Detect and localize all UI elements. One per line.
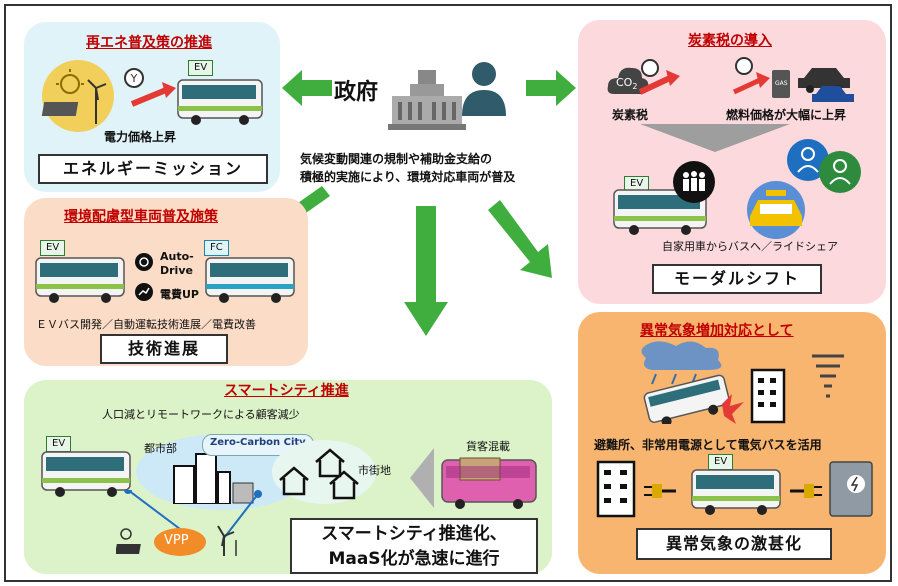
panel-footer-modal-shift: モーダルシフト <box>652 264 822 294</box>
panel-footer-extreme-weather: 異常気象の激甚化 <box>636 528 832 560</box>
plug-left-icon <box>644 484 676 498</box>
panel-footer-smart-city: スマートシティ推進化、 MaaS化が急速に進行 <box>290 518 538 574</box>
taxi-icon <box>747 181 805 239</box>
ev-bus-smart-icon <box>41 451 131 497</box>
efficiency-up-label: 電費UP <box>160 288 199 301</box>
co2-cloud-icon <box>607 67 649 94</box>
sun-solar-icon <box>41 60 114 132</box>
diagram-frame <box>4 4 892 582</box>
auto-drive-icon <box>135 253 153 271</box>
panel-title-renewable: 再エネ普及策の推進 <box>86 35 212 51</box>
panel-title-carbon-tax: 炭素税の導入 <box>688 33 772 49</box>
ev-tag-eco: EV <box>40 240 66 256</box>
co2-text: CO <box>616 76 633 89</box>
plug-right-icon <box>790 484 822 498</box>
smart-city-footer-line1: スマートシティ推進化、 <box>321 524 507 544</box>
price-up-icon: Y <box>124 68 176 107</box>
gas-icon-text: GAS <box>775 80 788 87</box>
storm-bus-icon <box>641 341 744 424</box>
co2-subscript: 2 <box>632 82 638 92</box>
ev-bus-icon <box>177 79 263 125</box>
building-icon <box>750 368 786 424</box>
battery-box-icon <box>232 482 254 504</box>
fuel-price-rise-label: 燃料価格が大幅に上昇 <box>726 108 847 122</box>
shelter-building-icon <box>596 460 636 518</box>
ev-bus-eco-icon <box>35 257 125 303</box>
co2-icon-text: CO2 <box>616 76 637 91</box>
panel-footer-tech-progress: 技術進展 <box>100 334 228 364</box>
arrow-right-to-carbon-tax <box>526 70 576 106</box>
cargo-passenger-label: 貨客混載 <box>466 440 510 453</box>
zero-carbon-city-label: Zero-Carbon City <box>210 437 306 448</box>
fc-bus-icon <box>205 257 295 303</box>
panel-title-extreme-weather: 異常気象増加対応として <box>640 323 794 339</box>
panel-title-smart-city: スマートシティ推進 <box>224 383 349 399</box>
houses-icon <box>272 440 376 504</box>
vpp-label: VPP <box>164 533 189 548</box>
policy-description-line2: 積極的実施により、環境対応車両が普及 <box>300 170 516 184</box>
smart-city-footer-line2: MaaS化が急速に進行 <box>328 549 500 569</box>
arrow-down-to-smart-city <box>404 206 448 336</box>
cargo-bus-icon <box>441 457 537 509</box>
cars-icon <box>798 68 854 102</box>
arrow-down-right-to-weather <box>488 200 552 278</box>
ev-bus-weather-icon <box>691 469 781 515</box>
fuel-price-up-icon <box>732 57 790 98</box>
person-icon <box>462 62 506 116</box>
auto-drive-label-2: Drive <box>160 264 193 277</box>
electricity-price-rise-text: 電力価格上昇 <box>104 130 177 144</box>
arrow-left-to-renewable <box>282 70 332 106</box>
passengers-group-icon <box>673 161 715 203</box>
panel-title-eco-vehicle: 環境配慮型車両普及施策 <box>64 209 218 225</box>
svg-text:Y: Y <box>130 72 138 85</box>
shelter-backup-power-note: 避難所、非常用電源として電気バスを活用 <box>594 438 822 452</box>
left-chevron-icon <box>410 448 434 508</box>
parliament-building-icon <box>388 70 466 130</box>
solar-panel-icon <box>116 528 141 554</box>
vpp-node <box>154 528 206 556</box>
grey-down-chevron <box>640 124 790 152</box>
carbon-tax-label: 炭素税 <box>612 108 649 122</box>
tax-up-arrow-icon <box>638 59 680 95</box>
customer-decline-note: 人口減とリモートワークによる顧客減少 <box>102 408 300 421</box>
modal-shift-note: 自家用車からバスへ／ライドシェア <box>662 240 838 253</box>
ride-share-users-icon <box>787 139 861 193</box>
wind-turbine-icon <box>217 525 237 556</box>
city-buildings-icon <box>173 453 231 504</box>
panel-footer-energy-mission: エネルギーミッション <box>38 154 268 184</box>
ev-tag: EV <box>188 60 214 76</box>
tornado-icon <box>812 354 844 398</box>
urban-area-label: 都市部 <box>144 442 177 455</box>
auto-drive-label-1: Auto- <box>160 250 194 263</box>
government-label: 政府 <box>334 80 379 105</box>
power-storage-icon <box>829 461 873 517</box>
policy-description-line1: 気候変動関連の規制や補助金支給の <box>300 152 493 166</box>
tech-progress-note: ＥＶバス開発／自動運転技術進展／電費改善 <box>36 318 256 331</box>
suburb-label: 市街地 <box>358 464 391 477</box>
efficiency-icon <box>135 283 153 301</box>
fc-tag: FC <box>204 240 229 256</box>
